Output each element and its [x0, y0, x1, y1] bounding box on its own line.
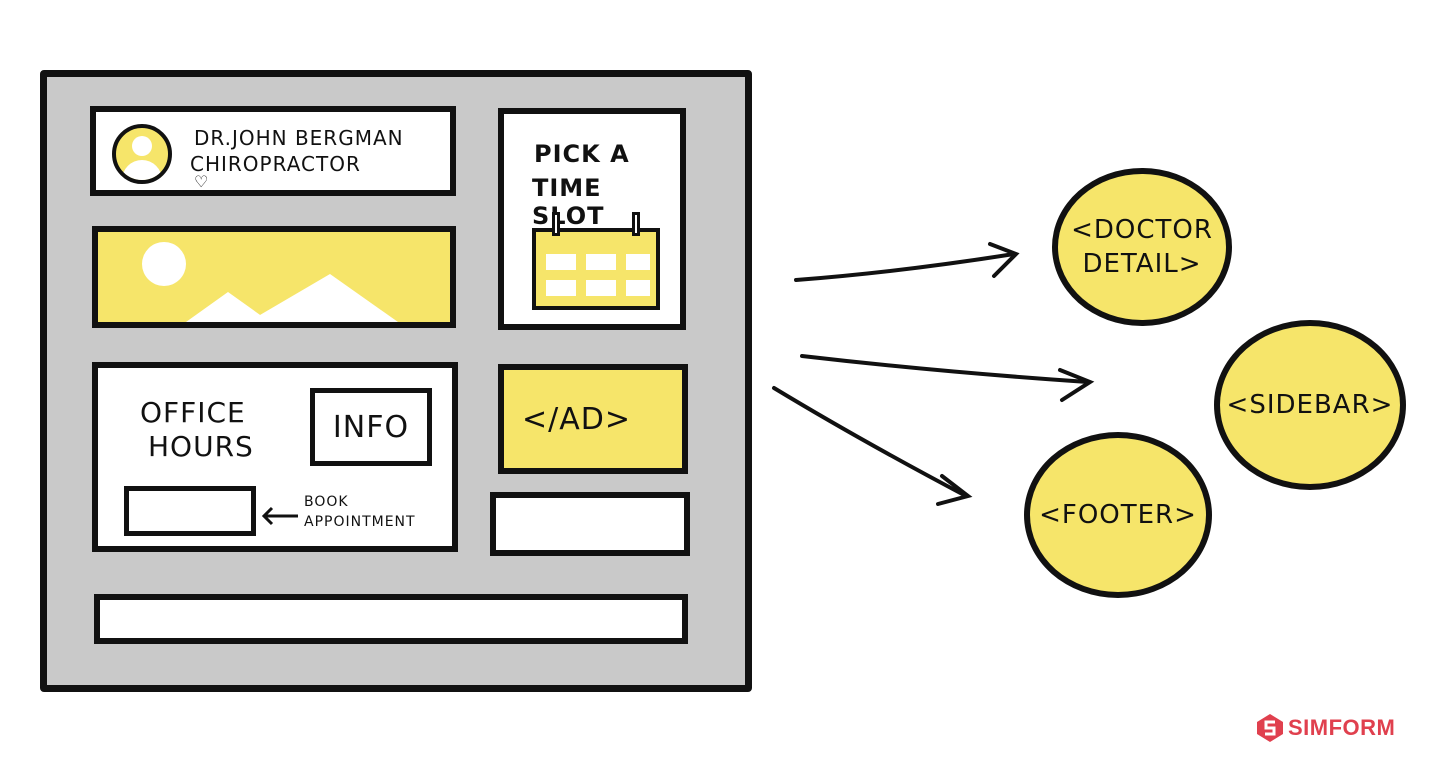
office-hours-line2: HOURS [148, 430, 254, 463]
arrow-to-footer [772, 386, 973, 506]
arrow-to-sidebar [800, 354, 1095, 402]
doctor-detail-bubble: <DOCTOR DETAIL> [1052, 168, 1232, 326]
doctor-title: CHIROPRACTOR [190, 152, 361, 176]
doctor-detail-card: DR.JOHN BERGMAN CHIROPRACTOR ♡ [90, 106, 456, 196]
user-avatar-icon [112, 124, 172, 184]
footer-label: <FOOTER> [1039, 500, 1197, 530]
simform-logo: SIMFORM [1256, 712, 1395, 744]
time-slot-title-line1: PICK A [534, 140, 630, 168]
time-slot-card[interactable]: PICK A TIME SLOT [498, 108, 686, 330]
book-appointment-button[interactable] [124, 486, 256, 536]
heart-icon[interactable]: ♡ [194, 172, 209, 191]
simform-logo-icon [1257, 714, 1283, 742]
ad-label: </AD> [522, 401, 632, 437]
landscape-image-icon [142, 242, 398, 322]
office-hours-line1: OFFICE [140, 396, 246, 429]
footer-bubble: <FOOTER> [1024, 432, 1212, 598]
banner-image [92, 226, 456, 328]
book-appointment-line1: BOOK [304, 494, 349, 510]
doctor-name: DR.JOHN BERGMAN [194, 126, 404, 150]
sidebar-label: <SIDEBAR> [1226, 390, 1394, 420]
ad-block[interactable]: </AD> [498, 364, 688, 474]
doctor-detail-line1: <DOCTOR [1071, 215, 1213, 245]
info-label: INFO [332, 409, 410, 445]
arrow-to-doctor-detail [794, 242, 1020, 282]
time-slot-title-line2: TIME SLOT [532, 174, 605, 230]
book-appointment-line2: APPOINTMENT [304, 514, 416, 530]
office-hours-card: OFFICE HOURS INFO BOOK APPOINTMENT [92, 362, 458, 552]
calendar-icon[interactable] [532, 212, 660, 310]
sidebar-bubble: <SIDEBAR> [1214, 320, 1406, 490]
sidebar-box [490, 492, 690, 556]
info-button[interactable]: INFO [310, 388, 432, 466]
footer-bar [94, 594, 688, 644]
arrow-left-icon [261, 506, 298, 526]
doctor-detail-line2: DETAIL> [1082, 249, 1202, 279]
simform-logo-text: SIMFORM [1288, 715, 1396, 740]
